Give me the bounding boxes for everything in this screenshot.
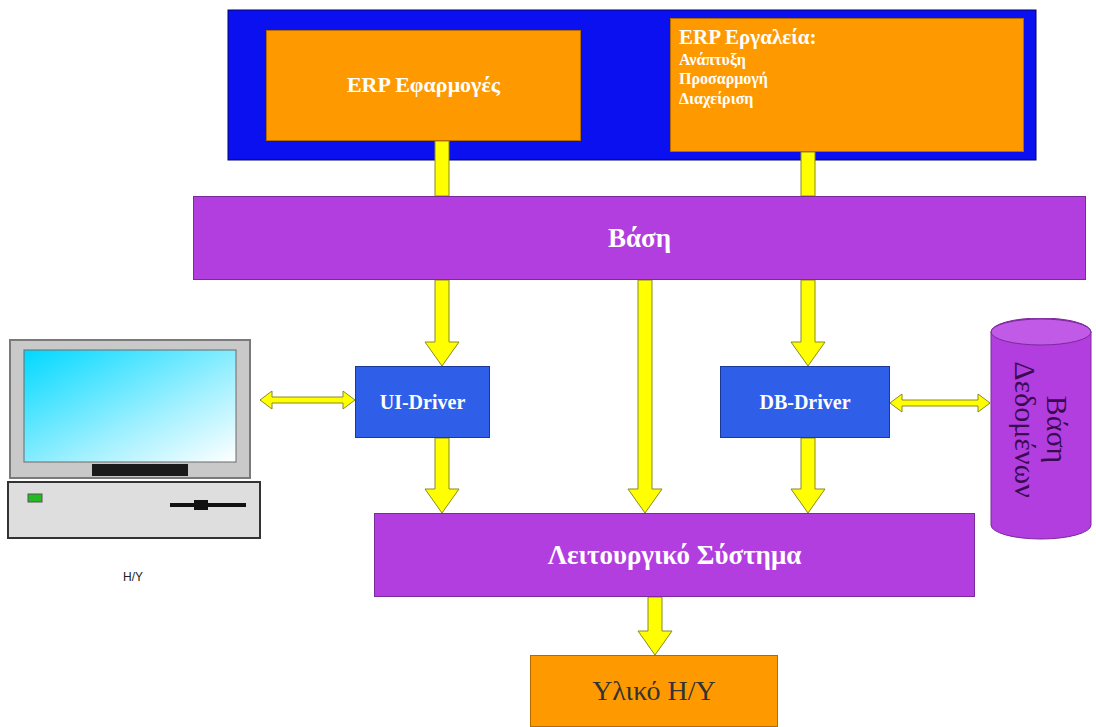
list-item: Διαχείριση	[679, 89, 753, 108]
block-arrow	[260, 391, 355, 409]
hardware-box: Υλικό Η/Υ	[530, 655, 778, 727]
block-arrow	[638, 597, 672, 655]
tools-box: ERP Εργαλεία:ΑνάπτυξηΠροσαρμογήΔιαχείρισ…	[670, 18, 1024, 152]
connector-bar	[801, 152, 815, 196]
erp-band	[228, 10, 1036, 160]
node-label: UI-Driver	[380, 390, 466, 414]
cylinder-body	[991, 318, 1091, 539]
node-label: H/Y	[123, 570, 143, 584]
layer-band: Λειτουργικό Σύστημα	[374, 513, 975, 597]
connector-bar	[435, 141, 449, 196]
node-label: ERP Εργαλεία:	[679, 25, 816, 50]
block-arrow	[425, 280, 459, 366]
list-item: Προσαρμογή	[679, 69, 768, 88]
block-arrow	[628, 280, 662, 513]
driver-box: UI-Driver	[355, 366, 490, 438]
node-label: ERP Εφαρμογές	[347, 72, 500, 98]
block-arrow	[890, 394, 990, 412]
block-arrow	[791, 438, 825, 513]
node-label: Υλικό Η/Υ	[592, 674, 716, 708]
cylinder-top	[991, 319, 1091, 345]
block-arrow	[791, 280, 825, 366]
block-arrow	[425, 438, 459, 513]
node-label: Βάση Δεδομένων	[1010, 354, 1073, 504]
node-label: DB-Driver	[759, 390, 850, 414]
node-label: Λειτουργικό Σύστημα	[548, 539, 802, 571]
database-cylinder: Βάση Δεδομένων	[990, 318, 1092, 540]
computer-node: H/Y	[6, 338, 260, 588]
computer-illustration	[8, 340, 260, 538]
list-item: Ανάπτυξη	[679, 50, 746, 69]
layer-band: Βάση	[193, 196, 1086, 280]
driver-box: DB-Driver	[720, 366, 890, 438]
application-box: ERP Εφαρμογές	[266, 30, 581, 141]
node-label: Βάση	[608, 222, 671, 254]
